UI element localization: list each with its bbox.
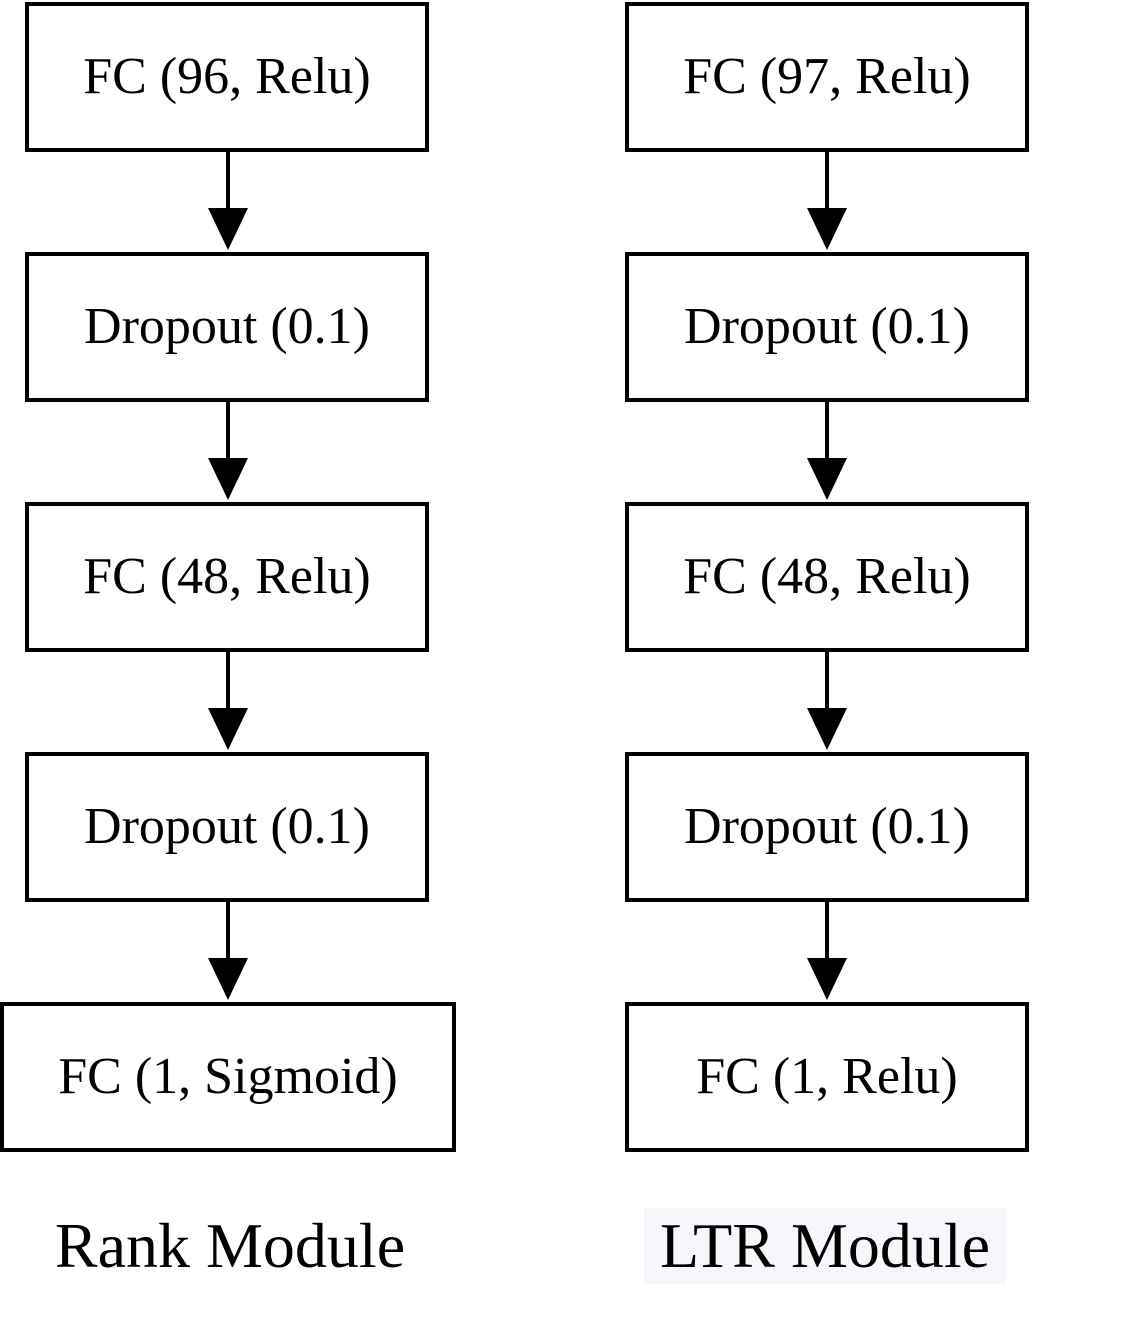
rank-layer-4-label: Dropout (0.1) <box>84 798 370 855</box>
ltr-layer-5: FC (1, Relu) <box>625 1002 1029 1152</box>
rank-layer-3-label: FC (48, Relu) <box>83 548 371 605</box>
ltr-arrow-4 <box>807 902 847 1000</box>
rank-layer-4: Dropout (0.1) <box>25 752 429 902</box>
ltr-arrow-1 <box>807 152 847 250</box>
rank-layer-5-label: FC (1, Sigmoid) <box>58 1048 398 1105</box>
ltr-arrow-2 <box>807 402 847 500</box>
ltr-layer-5-label: FC (1, Relu) <box>696 1048 958 1105</box>
rank-layer-3: FC (48, Relu) <box>25 502 429 652</box>
ltr-layer-2: Dropout (0.1) <box>625 252 1029 402</box>
ltr-layer-2-label: Dropout (0.1) <box>684 298 970 355</box>
ltr-module-title: LTR Module <box>644 1208 1006 1284</box>
rank-module-diagram: FC (96, Relu) Dropout (0.1) FC (48, Relu… <box>0 0 460 1330</box>
rank-layer-5: FC (1, Sigmoid) <box>0 1002 456 1152</box>
rank-layer-1: FC (96, Relu) <box>25 2 429 152</box>
rank-arrow-3 <box>208 652 248 750</box>
ltr-module-diagram: FC (97, Relu) Dropout (0.1) FC (48, Relu… <box>600 0 1060 1330</box>
ltr-layer-3-label: FC (48, Relu) <box>683 548 971 605</box>
ltr-layer-1-label: FC (97, Relu) <box>683 48 971 105</box>
ltr-layer-4: Dropout (0.1) <box>625 752 1029 902</box>
rank-arrow-2 <box>208 402 248 500</box>
rank-layer-1-label: FC (96, Relu) <box>83 48 371 105</box>
rank-arrow-4 <box>208 902 248 1000</box>
ltr-layer-4-label: Dropout (0.1) <box>684 798 970 855</box>
ltr-arrow-3 <box>807 652 847 750</box>
ltr-layer-3: FC (48, Relu) <box>625 502 1029 652</box>
rank-layer-2-label: Dropout (0.1) <box>84 298 370 355</box>
rank-layer-2: Dropout (0.1) <box>25 252 429 402</box>
ltr-layer-1: FC (97, Relu) <box>625 2 1029 152</box>
rank-module-title: Rank Module <box>54 1210 406 1281</box>
rank-arrow-1 <box>208 152 248 250</box>
